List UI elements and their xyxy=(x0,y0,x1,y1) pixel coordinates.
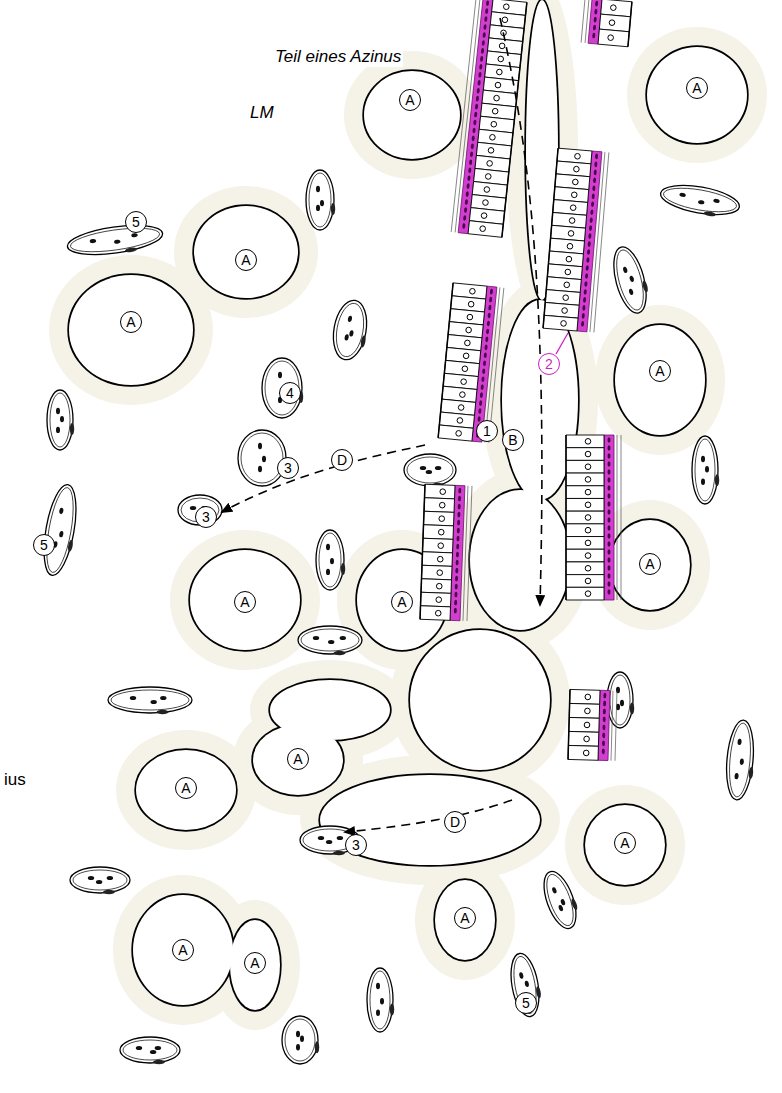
septal-tissue xyxy=(49,0,767,1030)
capillary xyxy=(329,298,372,363)
callout-circle: A xyxy=(175,777,197,799)
callout-number: 2 xyxy=(538,353,560,375)
alveolar-wall xyxy=(69,0,747,1010)
capillary xyxy=(108,687,192,714)
callout-circle: 3 xyxy=(195,506,217,528)
callout-circle: A xyxy=(172,939,194,961)
callout-circle: A xyxy=(454,907,476,929)
callout-circle: 5 xyxy=(125,211,147,233)
flow-arrows xyxy=(222,18,542,832)
callout-circle: A xyxy=(234,591,256,613)
callout-circle: D xyxy=(444,811,466,833)
capillaries xyxy=(38,170,757,1064)
callout-circle: B xyxy=(502,429,524,451)
capillary xyxy=(238,430,287,486)
magnification-label: LM xyxy=(248,103,276,123)
capillary xyxy=(66,220,165,260)
capillary xyxy=(608,243,654,316)
capillary xyxy=(724,719,758,801)
capillary xyxy=(47,390,74,450)
capillary xyxy=(658,180,742,221)
capillary xyxy=(282,1016,319,1064)
capillary xyxy=(507,951,545,1019)
capillary xyxy=(38,482,83,578)
capillary xyxy=(306,170,335,230)
callout-circle: A xyxy=(235,249,257,271)
capillary xyxy=(404,454,456,487)
callout-circle: 5 xyxy=(33,534,55,556)
callout-circle: A xyxy=(649,360,671,382)
leader-line xyxy=(556,333,568,354)
callout-circle: 3 xyxy=(277,457,299,479)
callout-circle: A xyxy=(614,832,636,854)
capillary xyxy=(692,436,719,504)
capillary xyxy=(70,867,130,894)
callout-circle: A xyxy=(120,311,142,333)
callout-circle: A xyxy=(244,952,266,974)
alveolar-lumen xyxy=(69,0,747,1010)
callout-circle: A xyxy=(639,553,661,575)
capillary xyxy=(367,968,394,1032)
callout-circle: A xyxy=(399,89,421,111)
bronchiole-epithelium xyxy=(420,0,632,761)
capillary xyxy=(538,867,584,933)
figure-title: Teil eines Azinus xyxy=(273,47,403,67)
cut-label: ius xyxy=(2,770,28,790)
capillary xyxy=(298,626,362,655)
callout-circle: D xyxy=(331,449,353,471)
capillary xyxy=(607,672,634,728)
callout-circle: 4 xyxy=(279,382,301,404)
capillary xyxy=(262,358,303,418)
callout-circle: 3 xyxy=(345,834,367,856)
callout-circle: A xyxy=(686,77,708,99)
callout-circle: A xyxy=(391,591,413,613)
callout-circle: 5 xyxy=(515,992,537,1014)
callout-circle: 1 xyxy=(476,420,498,442)
capillary xyxy=(120,1037,180,1064)
callout-circle: A xyxy=(287,748,309,770)
capillary xyxy=(316,530,345,590)
